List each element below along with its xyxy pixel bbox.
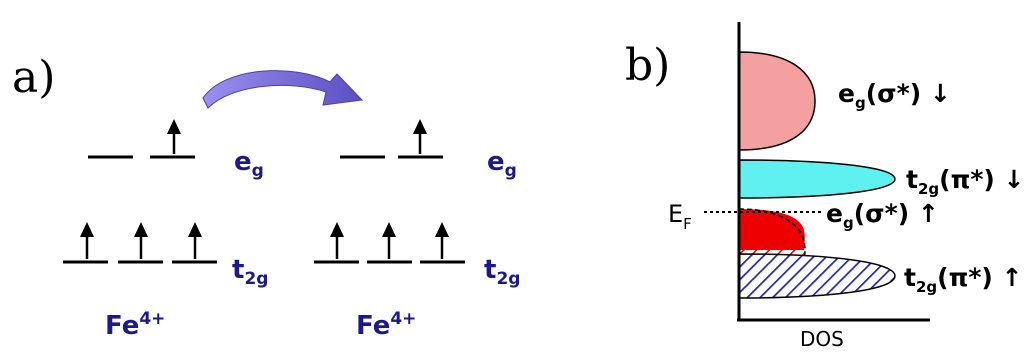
spin-up-arrow [330, 222, 344, 259]
fermi-level-label: EF [668, 200, 692, 233]
panel-a-label: a) [12, 52, 55, 103]
spin-up-arrow [167, 119, 181, 154]
hopping-arrow [202, 70, 364, 109]
dos-axis-label: DOS [800, 327, 844, 351]
t2g-label-right: t2g [484, 255, 520, 289]
band-label-t2g-pi-down: t2g(π*) ↓ [906, 165, 1025, 198]
spin-up-arrow [188, 222, 202, 259]
band-label-eg-sigma-down: eg(σ*) ↓ [838, 79, 951, 112]
band-label-eg-sigma-up: eg(σ*) ↑ [826, 199, 939, 232]
eg-levels-right [340, 119, 443, 159]
eg-label-right: eg [487, 147, 517, 181]
t2g-levels-left [63, 222, 217, 264]
spin-up-arrow [134, 222, 148, 259]
spin-up-arrow [80, 222, 94, 259]
panel-b: b) EF eg(σ*) ↓ t2g(π*) ↓ eg(σ*) ↑ t2g(π*… [625, 22, 1025, 351]
t2g-levels-right [314, 222, 465, 264]
eg-levels-left [88, 119, 195, 159]
spin-up-arrow [413, 119, 427, 154]
spin-up-arrow [435, 222, 449, 259]
fe-ion-label-left: Fe4+ [105, 309, 165, 341]
panel-b-label: b) [625, 40, 670, 91]
fe-ion-label-right: Fe4+ [356, 309, 416, 341]
spin-up-arrow [382, 222, 396, 259]
panel-a: a) eg [12, 52, 520, 341]
band-eg-sigma-down [738, 51, 816, 151]
band-t2g-pi-down [738, 159, 896, 199]
band-eg-sigma-up-filled [739, 209, 805, 250]
t2g-label-left: t2g [232, 255, 268, 289]
eg-label-left: eg [234, 147, 264, 181]
band-label-t2g-pi-up: t2g(π*) ↑ [904, 263, 1023, 296]
band-t2g-pi-up [738, 253, 896, 299]
